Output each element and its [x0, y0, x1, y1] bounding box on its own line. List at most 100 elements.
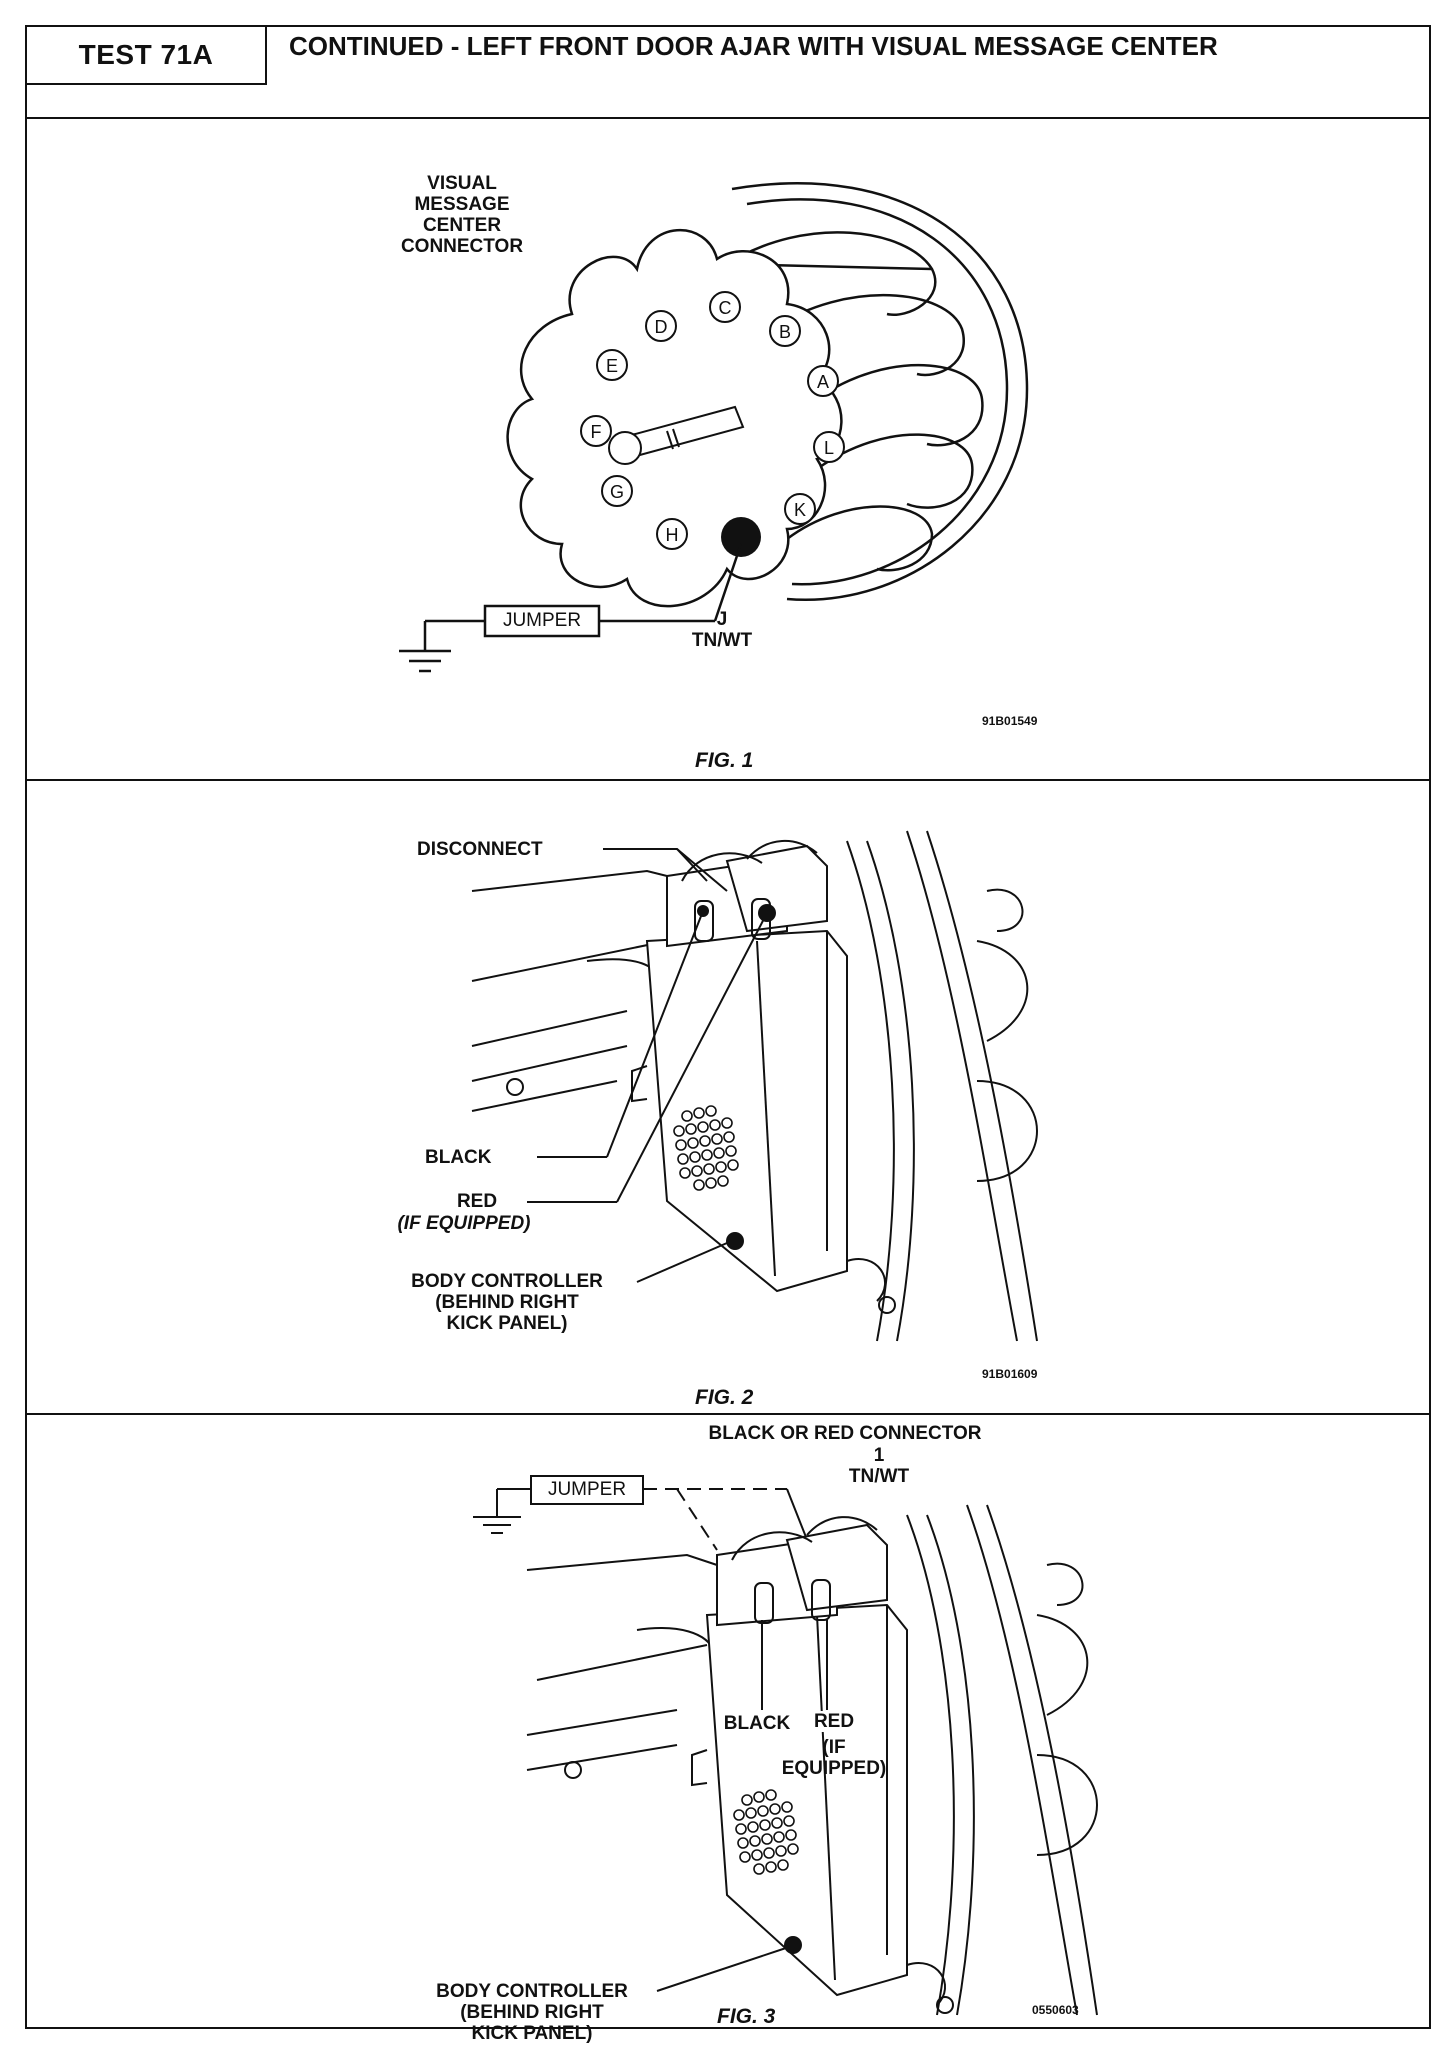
- speaker-grille: [673, 1105, 739, 1191]
- pin-letter: F: [591, 422, 602, 442]
- body-controller-module: [705, 1603, 908, 1997]
- bolt: [936, 1996, 954, 2014]
- kick-panel-trim: [1036, 1754, 1098, 1856]
- label-line: VISUAL: [427, 173, 497, 194]
- speaker-grille: [733, 1789, 799, 1875]
- harness-line: [926, 830, 1038, 1342]
- harness-line: [866, 840, 915, 1342]
- jumper-probe-black: [676, 1488, 718, 1551]
- bracket: [906, 1962, 947, 2006]
- harness-line: [926, 1514, 975, 2016]
- dash-line: [526, 1553, 718, 1571]
- pin-letter: G: [610, 482, 624, 502]
- dash-curve: [636, 1627, 718, 1666]
- pin-g: [601, 475, 633, 507]
- dash-line: [471, 1010, 628, 1047]
- harness-line: [986, 1504, 1098, 2016]
- pin-letter: B: [779, 322, 791, 342]
- pin-letter: L: [824, 438, 834, 458]
- jumper-lead: [713, 543, 743, 622]
- fastener: [564, 1761, 582, 1779]
- page-frame: TEST 71A CONTINUED - LEFT FRONT DOOR AJA…: [25, 25, 1431, 2044]
- pin-letter: H: [666, 525, 679, 545]
- latch-head: [608, 431, 642, 465]
- divider: [27, 779, 1429, 781]
- if-equipped-label: (IF EQUIPPED): [397, 1213, 531, 1234]
- leader-red: [616, 912, 768, 1203]
- connector-wires: [731, 1531, 813, 1561]
- label-line: (BEHIND RIGHT: [460, 2002, 604, 2023]
- figure-2-panel: DISCONNECT BLACK RED (IF EQUIPPED) BODY …: [27, 781, 1429, 1411]
- connector-dot: [697, 905, 709, 917]
- label-line: CENTER: [422, 215, 502, 236]
- connector-dot: [758, 904, 776, 922]
- harness-line: [906, 1514, 955, 2016]
- leader-body-controller: [656, 1946, 790, 1992]
- page-title: CONTINUED - LEFT FRONT DOOR AJAR WITH VI…: [289, 31, 1218, 61]
- dash-line: [526, 1744, 678, 1771]
- figure-code: 0550603: [1032, 2003, 1079, 2017]
- connector-wires: [746, 840, 818, 860]
- tube-3: [816, 363, 984, 447]
- connector-face: [506, 228, 843, 608]
- tube-5: [786, 505, 934, 572]
- disconnect-label: DISCONNECT: [417, 839, 543, 860]
- connector-wires: [681, 852, 763, 882]
- label-line: KICK PANEL): [446, 1313, 568, 1334]
- black-label: BLACK: [425, 1147, 492, 1168]
- fig3-drawing: [473, 1475, 1098, 2016]
- leader-body-controller: [636, 1242, 728, 1283]
- connector-latch: [694, 900, 714, 942]
- dash-line: [471, 1080, 618, 1112]
- pin-label: 1: [873, 1445, 885, 1466]
- label-line: KICK PANEL): [471, 2023, 593, 2044]
- body-controller-module: [645, 929, 848, 1293]
- pin-h: [656, 518, 688, 550]
- connector-label: BLACK OR RED CONNECTOR: [708, 1423, 982, 1444]
- pin-d: [645, 310, 677, 342]
- kick-panel-trim: [976, 1080, 1038, 1182]
- black-label: BLACK: [717, 1713, 797, 1734]
- bracket-tab: [631, 1065, 648, 1103]
- red-label: RED: [456, 1191, 498, 1212]
- red-label: RED: [809, 1711, 859, 1732]
- harness-line: [966, 1504, 1078, 2016]
- latch-mark: [672, 428, 680, 448]
- body-controller-label: BODY CONTROLLER (BEHIND RIGHT KICK PANEL…: [407, 1981, 657, 2044]
- pin-j-probed: [721, 517, 761, 557]
- jumper-box: [530, 1475, 644, 1505]
- label-line: BODY CONTROLLER: [411, 1271, 603, 1292]
- label-line: (IF: [822, 1737, 846, 1758]
- pin-b: [769, 315, 801, 347]
- label-line: CONNECTOR: [400, 236, 524, 257]
- wire-color-label: TN/WT: [691, 630, 753, 651]
- test-id: TEST 71A: [78, 39, 214, 70]
- figure-caption: FIG. 3: [717, 2005, 776, 2028]
- wire-color-label: TN/WT: [848, 1466, 910, 1487]
- kick-panel-trim: [1036, 1614, 1089, 1716]
- dash-line: [471, 940, 668, 982]
- latch-bar: [616, 405, 745, 460]
- module-edge: [756, 940, 776, 1277]
- harness-loop: [1046, 1562, 1084, 1606]
- harness-loop: [986, 888, 1024, 932]
- divider: [27, 117, 1429, 119]
- fig2-drawing: [471, 830, 1038, 1342]
- connector-latch: [811, 1579, 831, 1621]
- body-controller-label: BODY CONTROLLER (BEHIND RIGHT KICK PANEL…: [382, 1271, 632, 1334]
- bolt: [878, 1296, 896, 1314]
- pin-a: [807, 365, 839, 397]
- connector-label: VISUAL MESSAGE CENTER CONNECTOR: [387, 173, 537, 257]
- label-line: MESSAGE: [414, 194, 510, 215]
- figure-caption: FIG. 1: [695, 749, 754, 772]
- jumper-box: [483, 604, 601, 638]
- label-line: EQUIPPED): [781, 1758, 887, 1779]
- figure-code: 91B01609: [982, 1367, 1038, 1381]
- module-screw: [784, 1936, 802, 1954]
- harness-line: [846, 840, 895, 1342]
- dash-line: [536, 1644, 708, 1681]
- leader-disconnect: [676, 848, 728, 892]
- latch-mark: [666, 430, 674, 450]
- pin-letter: A: [817, 372, 829, 392]
- dash-line: [471, 1045, 628, 1082]
